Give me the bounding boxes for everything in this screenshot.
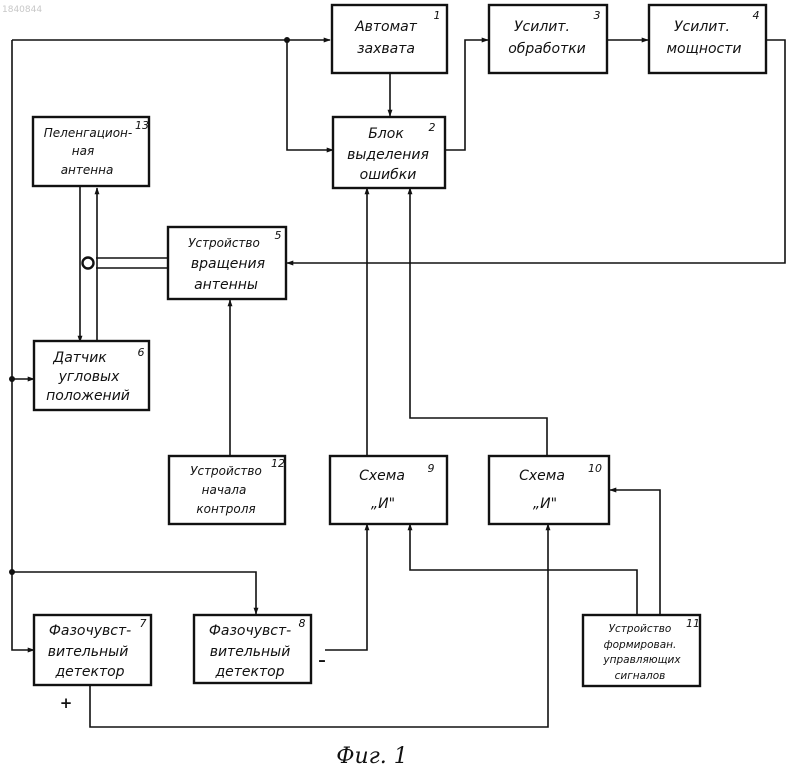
block-6: Датчик угловых положений 6 xyxy=(34,341,149,410)
block-2-number: 2 xyxy=(429,121,436,134)
block-8: Фазочувст- вительный детектор 8 xyxy=(194,615,311,683)
block-11: Устройство формирован. управляющих сигна… xyxy=(583,615,700,686)
wire-block7-to-block10 xyxy=(90,524,548,727)
block-8-number: 8 xyxy=(299,617,306,630)
block-13-label-3: антенна xyxy=(61,163,114,177)
block-7-label-3: детектор xyxy=(54,664,124,680)
block-5-label-1: Устройство xyxy=(188,236,260,250)
block-13-label-2: ная xyxy=(72,144,94,158)
block-4-label-2: мощности xyxy=(667,41,742,57)
block-1-label-2: захвата xyxy=(357,41,415,57)
block-13: Пеленгацион- ная антенна 13 xyxy=(33,117,149,186)
block-8-label-3: детектор xyxy=(214,664,284,680)
block-5-label-3: антенны xyxy=(194,277,258,293)
block-9-number: 9 xyxy=(428,462,435,475)
block-11-label-1: Устройство xyxy=(609,623,672,635)
coupling-ring xyxy=(83,258,94,269)
block-1-number: 1 xyxy=(434,9,441,22)
block-2-label-3: ошибки xyxy=(360,167,417,183)
block-8-label-2: вительный xyxy=(210,644,291,660)
block-11-label-3: управляющих xyxy=(602,654,681,666)
block-12-label-3: контроля xyxy=(196,502,255,516)
block-10-label-2: „И" xyxy=(533,496,557,512)
block-4-number: 4 xyxy=(753,9,760,22)
block-12-label-2: начала xyxy=(202,483,247,497)
wire-block10-to-block2 xyxy=(410,188,547,455)
block-3-number: 3 xyxy=(594,9,601,22)
block-2-label-1: Блок xyxy=(368,126,404,142)
block-11-number: 11 xyxy=(686,617,700,630)
block-11-label-4: сигналов xyxy=(615,670,666,682)
junction-dot xyxy=(9,376,15,382)
block-5-label-2: вращения xyxy=(191,256,265,272)
block-12: Устройство начала контроля 12 xyxy=(169,456,285,524)
block-9-label-1: Схема xyxy=(359,468,405,484)
block-6-number: 6 xyxy=(138,346,145,359)
block-5: Устройство вращения антенны 5 xyxy=(168,227,286,299)
block-1-label-1: Автомат xyxy=(354,19,418,35)
block-12-number: 12 xyxy=(271,457,285,470)
block-12-label-1: Устройство xyxy=(190,464,262,478)
junction-dot xyxy=(284,37,290,43)
wire-block8-to-block9 xyxy=(325,524,367,650)
block-13-label-1: Пеленгацион- xyxy=(44,126,132,140)
block-2: Блок выделения ошибки 2 xyxy=(333,117,445,188)
block-6-label-2: угловых xyxy=(58,369,120,385)
block-7-label-2: вительный xyxy=(48,644,129,660)
wire-bus-to-block8 xyxy=(12,572,256,614)
wire-block11-to-block9 xyxy=(410,524,637,615)
block-5-number: 5 xyxy=(275,229,282,242)
block-3: Усилит. обработки 3 xyxy=(489,5,607,73)
wire-left-bus xyxy=(12,40,34,650)
figure-caption: Фиг. 1 xyxy=(336,744,408,769)
block-1: Автомат захвата 1 xyxy=(332,5,447,73)
block-3-label-1: Усилит. xyxy=(514,19,570,35)
block-4-label-1: Усилит. xyxy=(674,19,730,35)
block-6-label-3: положений xyxy=(46,388,130,404)
block-6-label-1: Датчик xyxy=(52,350,107,366)
block-8-label-1: Фазочувст- xyxy=(209,623,291,639)
wire-block2-to-block3 xyxy=(445,40,488,150)
plus-sign: + xyxy=(60,694,73,712)
block-7-label-1: Фазочувст- xyxy=(49,623,131,639)
block-2-label-2: выделения xyxy=(347,147,429,163)
block-10-label-1: Схема xyxy=(519,468,565,484)
junction-dot xyxy=(9,569,15,575)
wire-bus-to-block2 xyxy=(287,40,333,150)
block-13-number: 13 xyxy=(135,119,149,132)
block-4: Усилит. мощности 4 xyxy=(649,5,766,73)
block-7-number: 7 xyxy=(140,617,147,630)
block-11-label-2: формирован. xyxy=(604,639,677,651)
block-10-number: 10 xyxy=(588,462,602,475)
block-9-label-2: „И" xyxy=(371,496,395,512)
document-number: 1840844 xyxy=(2,5,42,15)
minus-sign: – xyxy=(318,651,326,669)
block-10: Схема „И" 10 xyxy=(489,456,609,524)
wire-block11-to-block10 xyxy=(610,490,660,615)
block-3-label-2: обработки xyxy=(508,41,586,57)
block-9: Схема „И" 9 xyxy=(330,456,447,524)
block-7: Фазочувст- вительный детектор 7 xyxy=(34,615,151,685)
